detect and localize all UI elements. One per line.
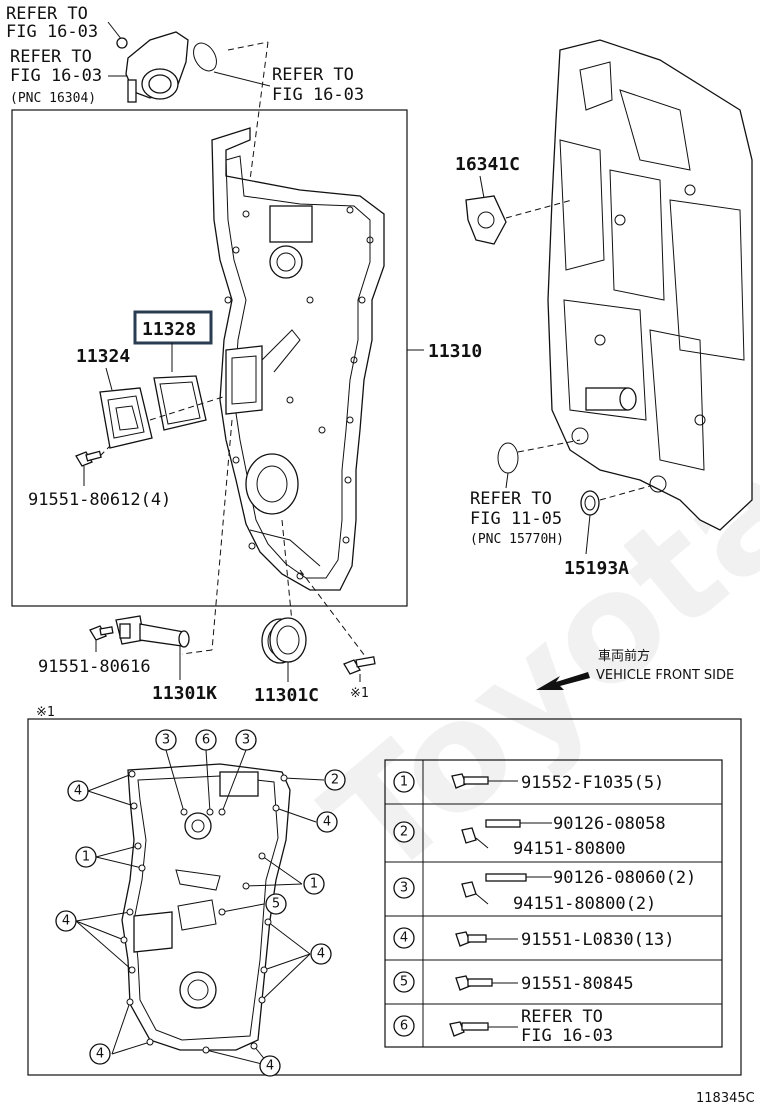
- note-mark: ※1: [350, 686, 369, 701]
- svg-text:4: 4: [96, 1047, 104, 1062]
- seal-15193a: [580, 490, 600, 516]
- refer-label-3: REFER TO FIG 16-03: [272, 65, 364, 105]
- section-mark: ※1: [36, 705, 55, 720]
- legend-table: [384, 759, 723, 1048]
- cover-11324-drawing: [99, 387, 153, 449]
- svg-text:2: 2: [400, 825, 408, 840]
- svg-text:3: 3: [242, 733, 250, 748]
- svg-text:FIG 16-03: FIG 16-03: [6, 22, 98, 42]
- legend-row-5: 5 91551-80845: [393, 971, 634, 994]
- callout-circle: 4: [67, 780, 89, 802]
- callout-circle: 4: [89, 1043, 111, 1065]
- svg-text:REFER TO: REFER TO: [6, 4, 88, 24]
- label-11310: 11310: [428, 341, 482, 362]
- label-11301k: 11301K: [152, 683, 217, 704]
- callout-circle: 5: [265, 893, 287, 915]
- front-arrow-icon: [536, 672, 590, 690]
- oil-seal-11301c-drawing: [261, 617, 307, 664]
- svg-text:94151-80800: 94151-80800: [513, 839, 626, 859]
- detail-box: [27, 718, 742, 1076]
- svg-text:94151-80800(2): 94151-80800(2): [513, 894, 656, 914]
- svg-text:REFER TO: REFER TO: [10, 47, 92, 67]
- svg-text:4: 4: [62, 914, 70, 929]
- callout-circle: 1: [75, 846, 97, 868]
- label-91551-80612: 91551-80612(4): [28, 490, 171, 510]
- gasket-16341c-drawing: [465, 195, 507, 245]
- refer-label-4: REFER TO FIG 11-05 (PNC 15770H): [470, 489, 564, 547]
- detail-bolt-dots: [120, 770, 288, 1054]
- callout-circle: 3: [235, 729, 257, 751]
- svg-text:90126-08060(2): 90126-08060(2): [553, 868, 696, 888]
- water-inlet-housing-drawing: [116, 31, 189, 103]
- refer-label-2: REFER TO FIG 16-03 (PNC 16304): [10, 47, 102, 106]
- svg-text:(PNC 16304): (PNC 16304): [10, 91, 96, 106]
- bolt-91551-80612-drawing: [75, 450, 102, 467]
- engine-block-drawing: [547, 39, 753, 531]
- front-en-label: VEHICLE FRONT SIDE: [596, 668, 734, 683]
- callout-circle: 4: [316, 811, 338, 833]
- svg-text:REFER TO: REFER TO: [521, 1007, 603, 1027]
- label-11301c: 11301C: [254, 685, 319, 706]
- callout-circle: 2: [324, 769, 346, 791]
- gasket-11328-drawing: [153, 375, 207, 431]
- o-ring-top: [193, 42, 217, 72]
- callout-circle: 1: [303, 873, 325, 895]
- sensor-11301k-drawing: [115, 615, 190, 648]
- label-11328-box: [133, 310, 213, 345]
- svg-text:REFER TO: REFER TO: [272, 65, 354, 85]
- callout-circle: 4: [259, 1055, 281, 1077]
- svg-text:FIG 16-03: FIG 16-03: [272, 85, 364, 105]
- svg-text:REFER TO: REFER TO: [470, 489, 552, 509]
- callout-leaders: [75, 749, 325, 1067]
- legend-row-2: 2 90126-08058 94151-80800: [393, 814, 666, 859]
- svg-text:FIG 16-03: FIG 16-03: [521, 1026, 613, 1046]
- timing-chain-cover-drawing: [211, 127, 385, 591]
- svg-text:4: 4: [400, 931, 408, 946]
- svg-text:4: 4: [74, 784, 82, 799]
- svg-text:2: 2: [331, 773, 339, 788]
- svg-text:1: 1: [310, 877, 318, 892]
- callout-circle: 3: [155, 729, 177, 751]
- svg-text:6: 6: [400, 1019, 408, 1034]
- legend-row-4: 4 91551-L0830(13): [393, 927, 675, 950]
- svg-text:1: 1: [82, 850, 90, 865]
- svg-text:FIG 11-05: FIG 11-05: [470, 509, 562, 529]
- front-jp-label: 車両前方: [598, 648, 650, 664]
- svg-text:91552-F1035(5): 91552-F1035(5): [521, 773, 664, 793]
- detail-cover-drawing: [121, 763, 291, 1051]
- svg-text:4: 4: [323, 815, 331, 830]
- svg-text:(PNC 15770H): (PNC 15770H): [470, 532, 564, 547]
- svg-text:4: 4: [317, 947, 325, 962]
- svg-text:5: 5: [272, 897, 280, 912]
- label-16341c: 16341C: [455, 154, 520, 175]
- svg-text:90126-08058: 90126-08058: [553, 814, 666, 834]
- svg-text:1: 1: [400, 775, 408, 790]
- svg-text:5: 5: [400, 975, 408, 990]
- o-ring-right: [497, 442, 519, 474]
- assembly-box: [11, 109, 408, 607]
- svg-text:4: 4: [266, 1059, 274, 1074]
- callout-circle: 4: [55, 910, 77, 932]
- svg-text:91551-L0830(13): 91551-L0830(13): [521, 930, 675, 950]
- legend-row-1: 1 91552-F1035(5): [393, 771, 664, 793]
- svg-text:6: 6: [202, 733, 210, 748]
- svg-text:3: 3: [400, 881, 408, 896]
- callout-circle: 4: [310, 943, 332, 965]
- svg-text:FIG 16-03: FIG 16-03: [10, 66, 102, 86]
- label-11324: 11324: [76, 346, 130, 367]
- bolt-ref1-drawing: [343, 656, 376, 675]
- refer-label-1: REFER TO FIG 16-03: [6, 4, 98, 42]
- figure-number: 118345C: [696, 1091, 755, 1106]
- svg-text:91551-80845: 91551-80845: [521, 974, 634, 994]
- svg-text:3: 3: [162, 733, 170, 748]
- bolt-91551-80616-drawing: [89, 625, 114, 641]
- legend-row-3: 3 90126-08060(2) 94151-80800(2): [393, 868, 696, 914]
- label-11328: 11328: [142, 319, 196, 340]
- legend-row-6: 6 REFER TO FIG 16-03: [393, 1007, 613, 1046]
- callout-circle: 6: [195, 729, 217, 751]
- label-91551-80616: 91551-80616: [38, 657, 151, 677]
- label-15193a: 15193A: [564, 558, 629, 579]
